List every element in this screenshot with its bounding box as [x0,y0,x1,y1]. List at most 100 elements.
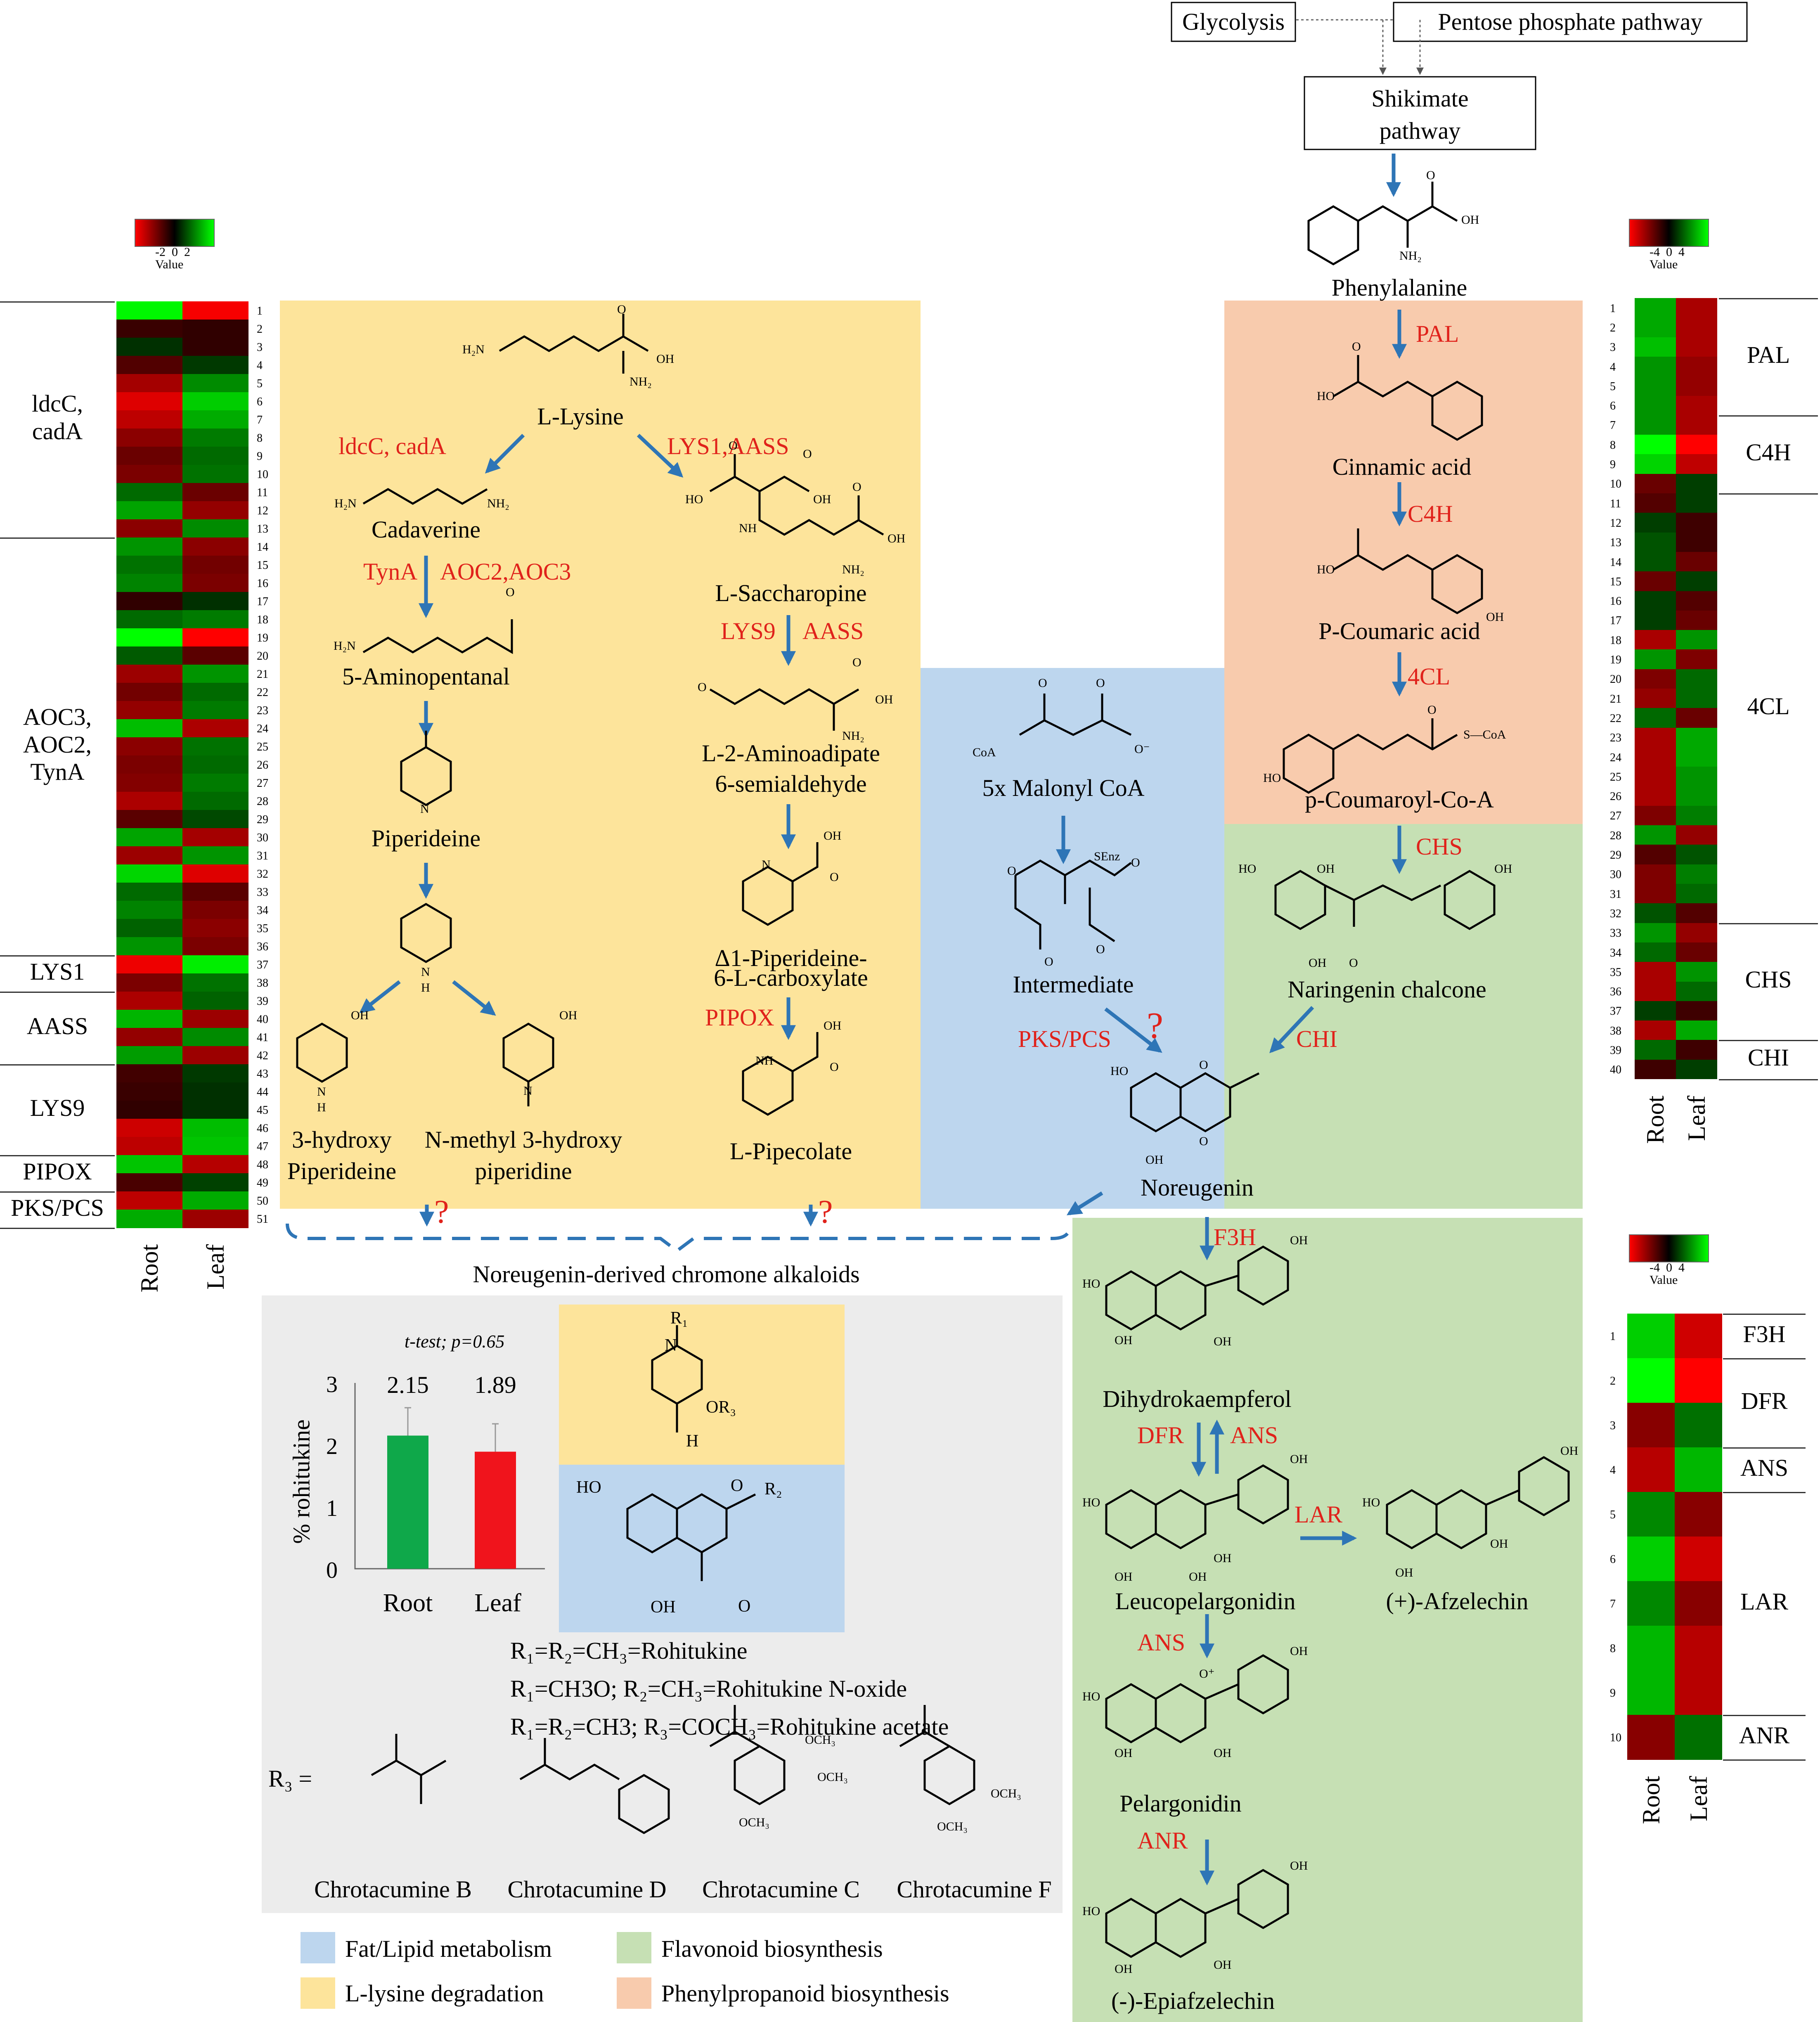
int-o2: O [1131,856,1140,869]
heatmap-cell [116,992,182,1010]
glycolysis-box [1171,2,1296,42]
pcoa-scoa: S—CoA [1463,728,1506,741]
heatmap-cell [182,1046,249,1065]
heatmap-row-index: 8 [1610,438,1616,452]
r-line-3: R₁=R₂=CH3; R₃=COCH₃=Rohitukine acetate [510,1713,949,1740]
chromone-alkaloids-label: Noreugenin-derived chromone alkaloids [473,1261,860,1288]
heatmap-cell [1676,1020,1717,1040]
heatmap-row-index: 20 [257,650,268,663]
heatmap-row-index: 14 [257,541,268,554]
hp-h: H [317,1101,326,1114]
heatmap-cell [116,1210,182,1228]
chart-bars [387,1407,516,1569]
epiafzelechin-label: (-)-Epiafzelechin [1111,1987,1275,2014]
pip-n: N [420,802,429,816]
heatmap-row-index: 30 [257,831,268,844]
heatmap-cell [1635,1059,1676,1080]
nc-o: O [1349,956,1358,970]
heatmap-cell [116,519,182,538]
heatmap-cell [1676,689,1717,708]
heatmap-cell [116,1064,182,1083]
heatmap-cell [182,356,249,374]
shikimate-box [1304,76,1536,150]
heatmap-cell [1635,884,1676,904]
heatmap-row-index: 25 [257,741,268,753]
heatmap-cell [182,665,249,683]
mal-coa: CoA [973,746,996,759]
heatmap-group-label: LYS1 [30,958,85,985]
hm-bottom-scale-bar [1629,1234,1709,1262]
heatmap-cell [1676,610,1717,630]
cad-h2n: H₂N [334,497,357,510]
pel-oh3: OH [1214,1746,1232,1760]
leu-ho: HO [1082,1496,1101,1509]
heatmap-row-index: 10 [1610,1731,1621,1744]
heatmap-row-index: 17 [257,595,268,608]
ytick-0: 0 [326,1558,338,1583]
heatmap-cell [182,737,249,756]
heatmap-row-index: 37 [1610,1005,1621,1018]
heatmap-cell [116,501,182,520]
flavonoid-panel-lower [1072,1218,1583,2022]
heatmap-row-index: 8 [1610,1642,1616,1655]
heatmap-row-index: 51 [257,1213,268,1226]
heatmap-cell [182,1028,249,1047]
heatmap-cell [182,301,249,320]
heatmap-cell [1676,513,1717,533]
heatmap-cell [1676,981,1717,1002]
heatmap-row-index: 5 [1610,1508,1616,1521]
leu-oh4: OH [1214,1551,1232,1565]
aminoadipate-label-2: 6-semialdehyde [715,770,867,797]
dashed-convergence [286,1223,1072,1253]
heatmap-row-index: 4 [1610,1464,1616,1477]
afzelechin-label: (+)-Afzelechin [1386,1588,1529,1615]
heatmap-cell [1675,1670,1722,1715]
enzyme-aass: AASS [802,618,864,644]
heatmap-cell [1675,1403,1722,1448]
heatmap-cell [182,1082,249,1101]
heatmap-cell [182,883,249,901]
enzyme-chs: CHS [1416,833,1463,860]
heatmap-cell [182,501,249,520]
heatmap-cell [182,937,249,956]
bar-value-root: 2.15 [387,1371,429,1398]
heatmap-row-index: 9 [1610,458,1616,471]
pel-ho: HO [1082,1690,1101,1703]
sa-o2: O [852,656,861,669]
heatmap-row-index: 13 [257,523,268,535]
heatmap-row-index: 22 [257,686,268,699]
heatmap-cell [116,701,182,720]
heatmap-cell [1676,591,1717,611]
pcoumaroyl-label: p-Coumaroyl-Co-A [1305,786,1494,813]
heatmap-cell [1676,1059,1717,1080]
heatmap-cell [1635,317,1676,338]
epi-oh2: OH [1115,1962,1133,1976]
legend-label-phenyl: Phenylpropanoid biosynthesis [661,1980,949,2007]
heatmap-group-divider [0,1155,115,1156]
heatmap-group-label: PKS/PCS [11,1194,104,1221]
piperideine-label: Piperideine [371,825,481,852]
pc-ho: HO [1317,563,1335,576]
heatmap-row-index: 32 [257,868,268,881]
sac-o2: O [803,447,812,461]
heatmap-row-index: 38 [1610,1024,1621,1037]
heatmap-cell [116,973,182,992]
pel-oh1: OH [1290,1644,1308,1658]
heatmap-cell [182,828,249,847]
heatmap-group-label: CHS [1745,966,1792,993]
heatmap-cell [182,755,249,774]
nor-o: O [1199,1058,1208,1072]
heatmap-cell [116,610,182,629]
int-o1: O [1007,864,1016,878]
noreugenin-label: Noreugenin [1141,1174,1254,1201]
heatmap-cell [182,320,249,338]
heatmap-row-index: 27 [257,777,268,790]
heatmap-row-index: 43 [257,1068,268,1080]
heatmap-group-divider [1719,298,1818,299]
heatmap-row-index: 29 [1610,849,1621,862]
heatmap-cell [182,1064,249,1083]
heatmap-row-index: 29 [257,813,268,826]
heatmap-cell [182,392,249,411]
heatmap-row-index: 22 [1610,712,1621,725]
